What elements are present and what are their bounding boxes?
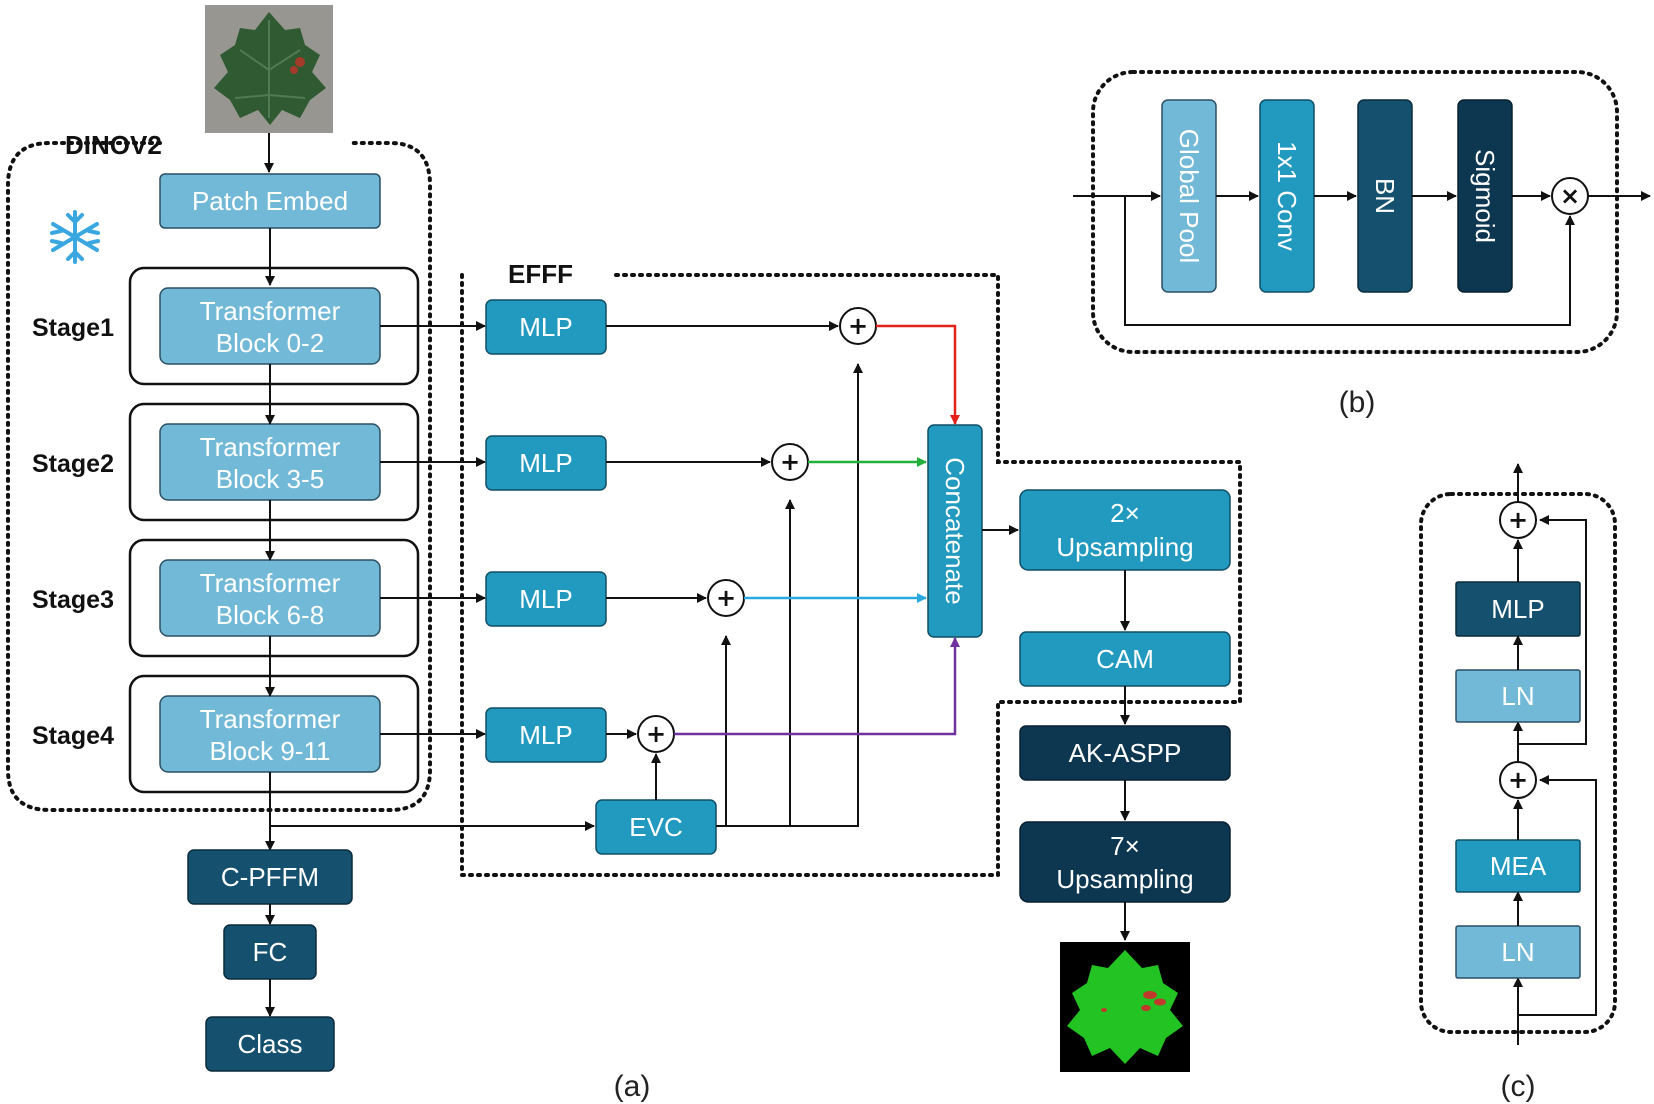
stage2-label: Stage2 — [32, 450, 114, 478]
panel-c-plus-lower: + — [1499, 761, 1537, 799]
panel-a-label: (a) — [614, 1070, 651, 1103]
efff-title: EFFF — [508, 259, 573, 289]
panel-c-plus-upper-symbol: + — [1508, 506, 1528, 534]
plus-node-3: + — [707, 579, 745, 617]
plus-node-1: + — [839, 307, 877, 345]
plus-node-2-symbol: + — [780, 448, 800, 476]
bn-label: BN — [1370, 178, 1400, 214]
efff-mlp-3-label: MLP — [519, 584, 572, 614]
stage4-fusion-path — [674, 637, 960, 736]
multiply-node: × — [1551, 177, 1589, 215]
conv1x1-label: 1x1 Conv — [1272, 141, 1302, 251]
evc-label: EVC — [629, 812, 682, 842]
efff-mlp-1-label: MLP — [519, 312, 572, 342]
transformer-block-9-11-line2: Block 9-11 — [210, 736, 331, 766]
stage3-label: Stage3 — [32, 586, 114, 614]
stage4-label: Stage4 — [32, 722, 114, 750]
transformer-block-0-2-line1: Transformer — [200, 296, 341, 326]
input-leaf-image — [205, 5, 333, 133]
panel-b-skip-connection — [1124, 196, 1575, 326]
plus-node-3-symbol: + — [716, 584, 736, 612]
panel-c-skip-upper — [1518, 515, 1587, 745]
transformer-block-6-8-line1: Transformer — [200, 568, 341, 598]
akaspp-label: AK-ASPP — [1069, 738, 1182, 768]
plus-node-4: + — [637, 715, 675, 753]
efff-mlp-4-label: MLP — [519, 720, 572, 750]
panel-c-ln-top-label: LN — [1501, 681, 1534, 711]
patch-embed-label: Patch Embed — [192, 186, 348, 216]
transformer-block-3-5-line1: Transformer — [200, 432, 341, 462]
efff-group-border — [460, 273, 1242, 877]
snowflake-icon — [50, 210, 100, 264]
class-label: Class — [237, 1029, 302, 1059]
panel-c-plus-lower-symbol: + — [1508, 766, 1528, 794]
upsampling-7x-line1: 7× — [1110, 831, 1140, 861]
dinov2-group-border — [6, 141, 432, 812]
global-pool-label: Global Pool — [1174, 129, 1204, 263]
panel-c-mlp-label: MLP — [1491, 594, 1544, 624]
panel-c-label: (c) — [1501, 1070, 1536, 1103]
panel-c-skip-lower — [1518, 775, 1597, 1016]
multiply-node-symbol: × — [1560, 182, 1580, 210]
transformer-block-0-2-line2: Block 0-2 — [216, 328, 324, 358]
upsampling-2x-line2: Upsampling — [1056, 532, 1193, 562]
panel-b-group-border — [1091, 70, 1619, 354]
upsampling-2x-line1: 2× — [1110, 498, 1140, 528]
stage1-label: Stage1 — [32, 314, 114, 342]
panel-b-label: (b) — [1339, 386, 1376, 419]
plus-node-1-symbol: + — [848, 312, 868, 340]
plus-node-4-symbol: + — [646, 720, 666, 748]
cpffm-label: C-PFFM — [221, 862, 319, 892]
segmentation-output-image — [1060, 942, 1190, 1072]
panel-c-mea-label: MEA — [1490, 851, 1547, 881]
concatenate-label: Concatenate — [940, 457, 970, 604]
panel-c-plus-upper: + — [1499, 501, 1537, 539]
sigmoid-label: Sigmoid — [1470, 149, 1500, 243]
class-block — [205, 1016, 335, 1072]
stage1-fusion-path — [876, 324, 960, 425]
efff-mlp-2-label: MLP — [519, 448, 572, 478]
fc-label: FC — [253, 937, 288, 967]
cam-label: CAM — [1096, 644, 1154, 674]
transformer-block-9-11-line1: Transformer — [200, 704, 341, 734]
dinov2-title: DINOV2 — [65, 130, 162, 160]
panel-c-ln-bottom-label: LN — [1501, 937, 1534, 967]
plus-node-2: + — [771, 443, 809, 481]
transformer-block-3-5-line2: Block 3-5 — [216, 464, 324, 494]
upsampling-7x-line2: Upsampling — [1056, 864, 1193, 894]
transformer-block-6-8-line2: Block 6-8 — [216, 600, 324, 630]
